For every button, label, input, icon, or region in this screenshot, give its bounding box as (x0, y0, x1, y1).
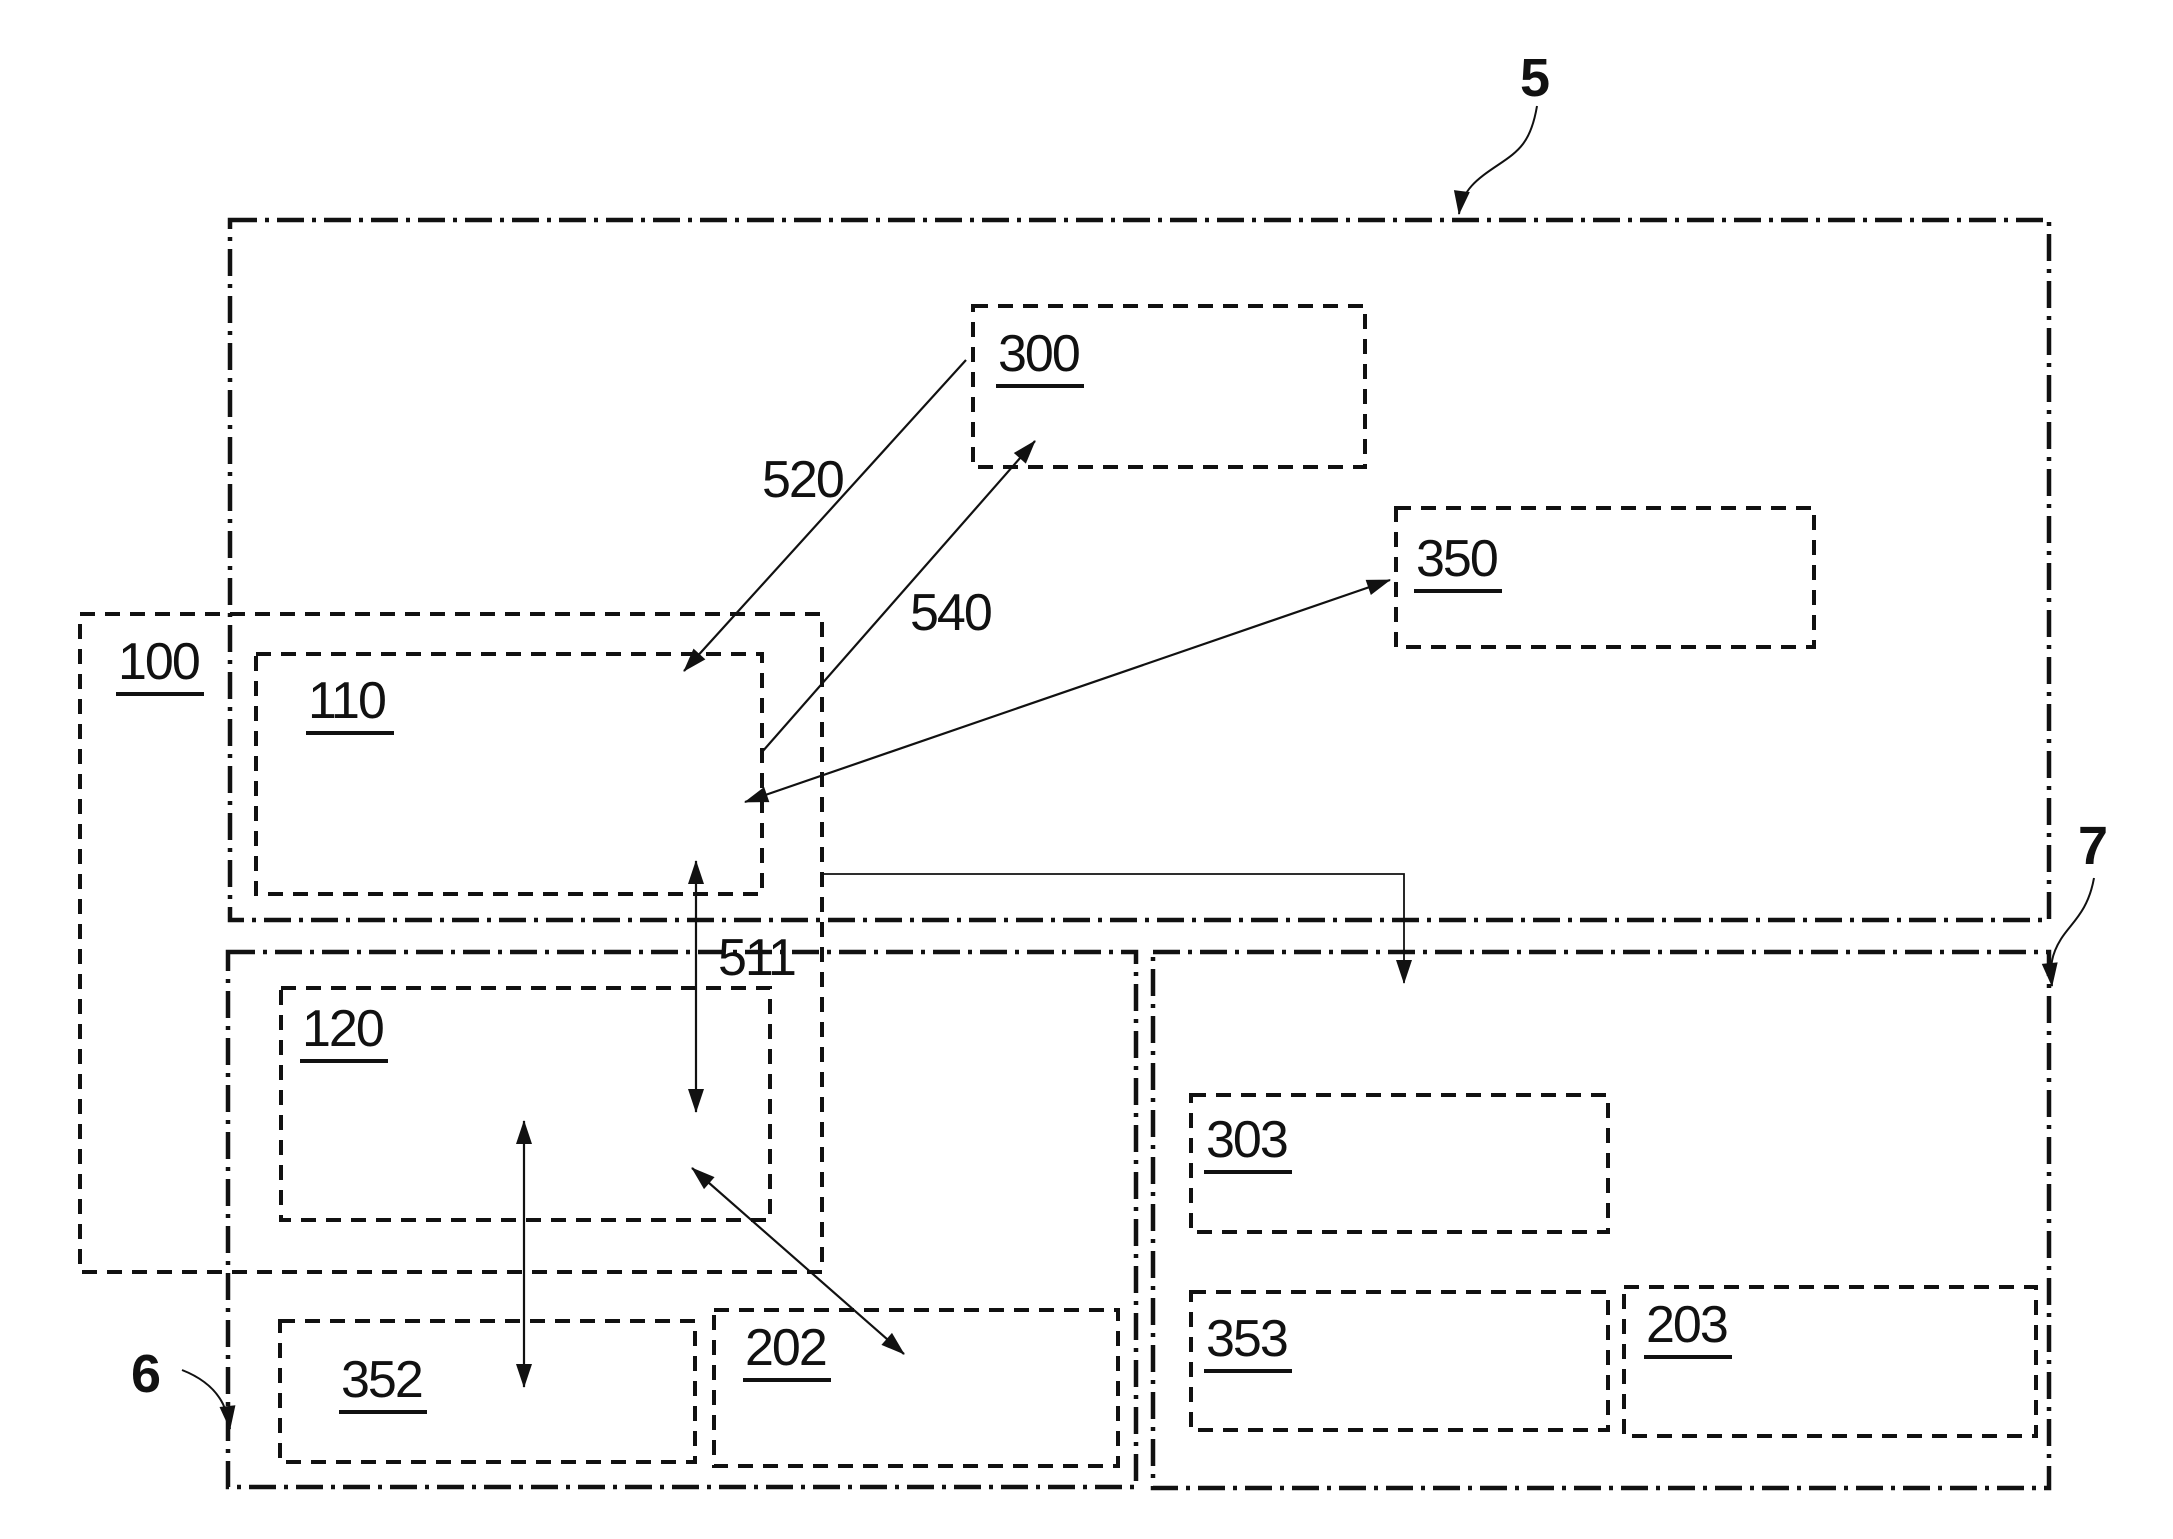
double-arrow-110-350 (744, 578, 1391, 804)
label-353: 353 (1206, 1310, 1287, 1368)
label-202: 202 (745, 1319, 826, 1377)
label-350: 350 (1416, 530, 1497, 588)
label-120: 120 (302, 1000, 383, 1058)
block-box-120 (279, 986, 772, 1222)
boundary-box-7 (1150, 949, 2052, 1491)
block-box-300 (971, 304, 1367, 469)
label-511: 511 (718, 929, 795, 987)
leader-arrow-5 (1453, 105, 1538, 215)
leader-arrow-6 (181, 1369, 236, 1430)
block-box-350 (1394, 506, 1816, 649)
label-303: 303 (1206, 1111, 1287, 1169)
label-110: 110 (308, 672, 385, 730)
label-7: 7 (2078, 816, 2108, 876)
block-box-352 (278, 1319, 697, 1464)
label-520: 520 (762, 451, 843, 509)
label-100: 100 (118, 633, 199, 691)
block-box-353 (1189, 1290, 1610, 1432)
label-300: 300 (998, 325, 1079, 383)
leader-arrow-7 (2041, 877, 2095, 987)
block-box-202 (712, 1308, 1120, 1468)
block-box-203 (1622, 1285, 2038, 1438)
boundary-box-6 (225, 949, 1139, 1490)
routed-arrow-100-to-7 (822, 873, 1412, 984)
label-203: 203 (1646, 1296, 1727, 1354)
block-box-303 (1189, 1093, 1610, 1234)
label-540: 540 (910, 584, 991, 642)
double-arrow-120-202 (691, 1167, 905, 1355)
label-352: 352 (341, 1351, 422, 1409)
arrow-520-300-to-110 (683, 359, 967, 672)
boundary-box-5 (227, 217, 2052, 923)
label-5: 5 (1520, 48, 1550, 108)
label-6: 6 (131, 1344, 161, 1404)
